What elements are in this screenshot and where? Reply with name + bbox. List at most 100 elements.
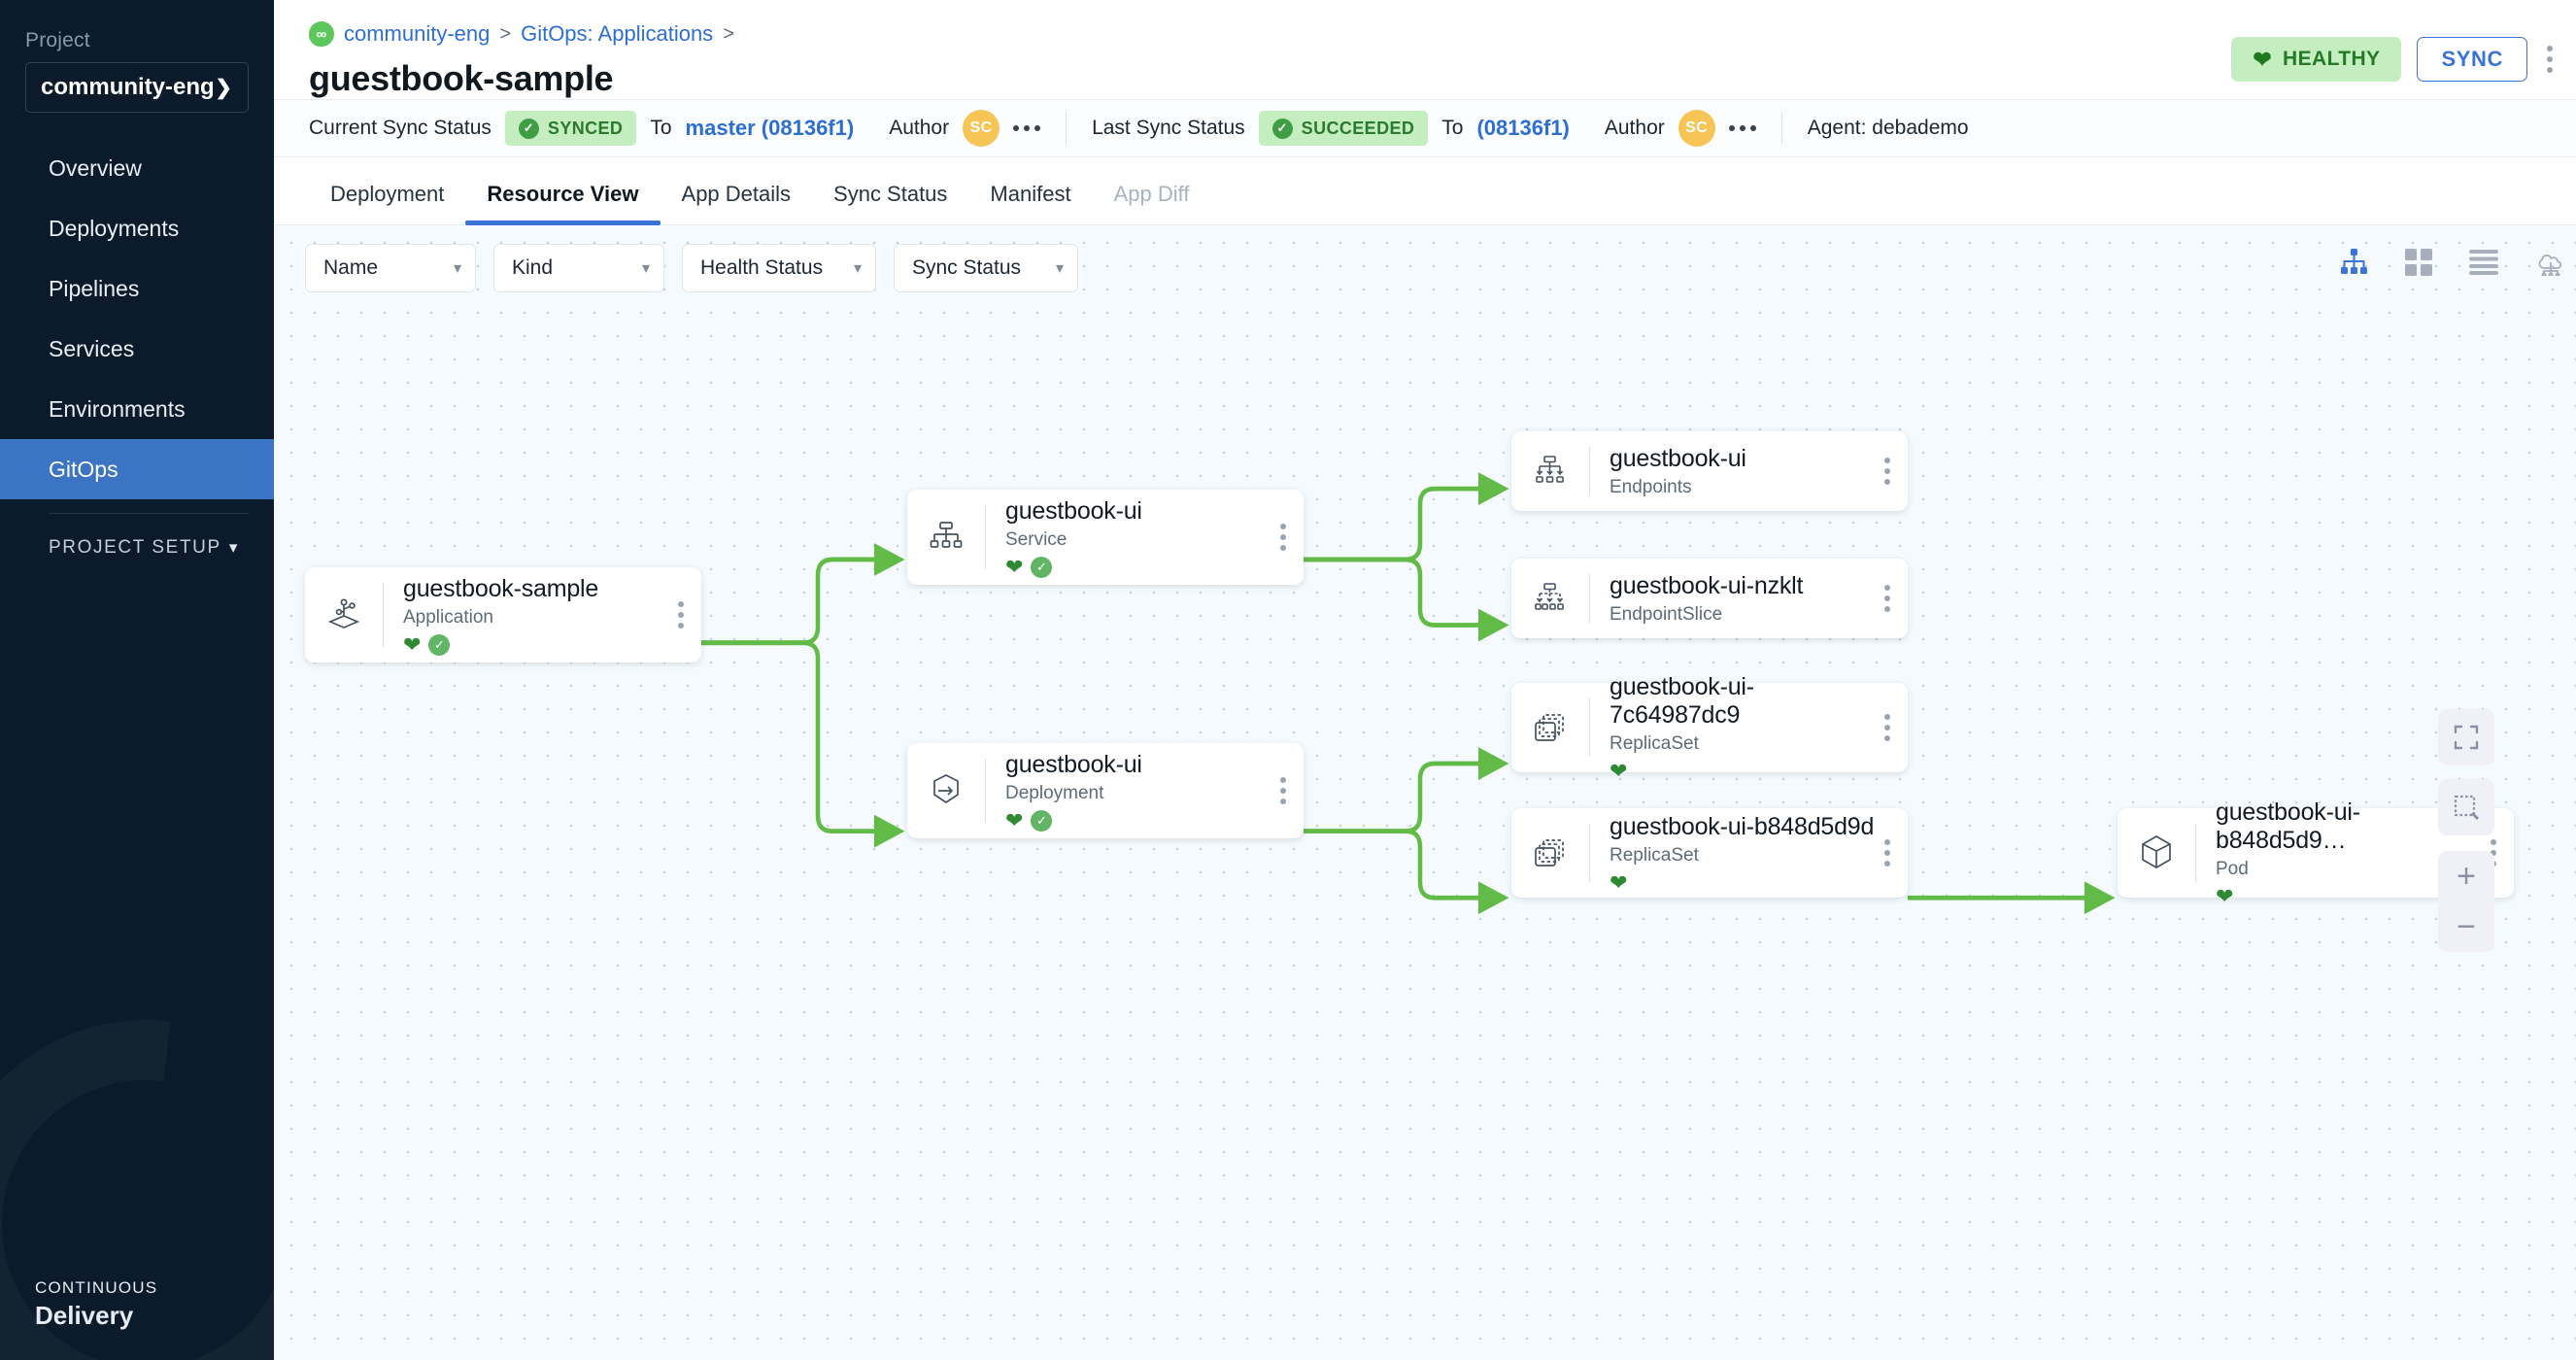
last-sync-to-label: To xyxy=(1441,117,1464,139)
chevron-down-icon: ▾ xyxy=(228,538,239,557)
node-body: guestbook-ui Endpoints xyxy=(1590,445,1881,498)
endpointslice-icon xyxy=(1511,583,1589,614)
harness-logo-icon: ∞ xyxy=(309,21,334,47)
node-more-menu-icon[interactable] xyxy=(674,595,701,634)
node-title: guestbook-ui-nzklt xyxy=(1610,571,1804,599)
breadcrumb-link-project[interactable]: community-eng xyxy=(344,21,491,46)
health-heart-icon: ❤ xyxy=(1610,869,1628,895)
filter-name[interactable]: Name ▾ xyxy=(305,244,476,292)
page-header: ∞ community-eng > GitOps: Applications >… xyxy=(274,0,2576,99)
tab-deployment[interactable]: Deployment xyxy=(309,182,465,224)
node-kind: ReplicaSet xyxy=(1610,844,1699,866)
check-circle-icon: ✓ xyxy=(1271,118,1293,139)
breadcrumb-link-applications[interactable]: GitOps: Applications xyxy=(521,21,714,46)
project-selector-value: community-eng xyxy=(41,74,215,100)
tab-app-details[interactable]: App Details xyxy=(661,182,813,224)
graph-node-replicaset-1[interactable]: guestbook-ui-7c64987dc9 ReplicaSet ❤ xyxy=(1511,673,1908,782)
tab-label: Manifest xyxy=(990,182,1071,206)
node-more-menu-icon[interactable] xyxy=(1881,452,1908,491)
sidebar-section-project-setup[interactable]: PROJECT SETUP ▾ xyxy=(0,514,274,582)
graph-node-service[interactable]: guestbook-ui Service ❤ ✓ xyxy=(907,490,1304,585)
tab-resource-view[interactable]: Resource View xyxy=(465,182,661,225)
graph-node-application[interactable]: guestbook-sample Application ❤ ✓ xyxy=(305,567,701,663)
sync-button[interactable]: SYNC xyxy=(2417,37,2527,82)
filter-label: Name xyxy=(323,256,379,279)
chevron-down-icon: ▾ xyxy=(641,260,650,277)
fit-screen-button[interactable] xyxy=(2438,709,2494,765)
node-more-menu-icon[interactable] xyxy=(1881,579,1908,618)
node-more-menu-icon[interactable] xyxy=(1881,833,1908,872)
current-sync-status-group: Current Sync Status ✓ SYNCED To master (… xyxy=(309,110,1041,147)
zoom-out-icon: − xyxy=(2457,907,2476,945)
filter-health-status[interactable]: Health Status ▾ xyxy=(682,244,876,292)
tab-app-diff: App Diff xyxy=(1093,182,1211,224)
network-view-icon[interactable] xyxy=(2535,249,2566,281)
graph-view-icon[interactable] xyxy=(2339,249,2368,281)
tab-sync-status[interactable]: Sync Status xyxy=(812,182,968,224)
sidebar-item-overview[interactable]: Overview xyxy=(0,138,274,198)
sidebar-item-environments[interactable]: Environments xyxy=(0,379,274,439)
fit-screen-icon xyxy=(2438,709,2494,765)
avatar: SC xyxy=(963,110,1000,147)
service-icon xyxy=(907,522,985,553)
resource-graph-canvas[interactable]: Name ▾ Kind ▾ Health Status ▾ Sync Statu… xyxy=(274,225,2576,1360)
zoom-in-button[interactable]: + xyxy=(2438,851,2494,901)
node-divider xyxy=(1589,824,1590,882)
select-region-button[interactable] xyxy=(2438,779,2494,835)
heart-icon: ❤ xyxy=(2253,46,2273,72)
sidebar-item-pipelines[interactable]: Pipelines xyxy=(0,258,274,319)
node-more-menu-icon[interactable] xyxy=(1276,771,1304,810)
graph-toolbar: Name ▾ Kind ▾ Health Status ▾ Sync Statu… xyxy=(274,225,2576,311)
project-selector[interactable]: community-eng ❯ xyxy=(25,62,249,113)
application-icon xyxy=(305,596,383,633)
status-badge-synced: ✓ SYNCED xyxy=(504,111,637,146)
health-heart-icon: ❤ xyxy=(1610,759,1628,783)
sidebar-item-label: Overview xyxy=(49,154,142,181)
last-sync-revision-link[interactable]: (08136f1) xyxy=(1476,116,1570,140)
graph-node-endpointslice[interactable]: guestbook-ui-nzklt EndpointSlice xyxy=(1511,559,1908,638)
edge-group xyxy=(701,472,2116,915)
node-body: guestbook-ui Service ❤ ✓ xyxy=(986,497,1276,578)
tab-label: App Details xyxy=(681,182,792,206)
node-title: guestbook-ui xyxy=(1005,750,1142,778)
node-title: guestbook-sample xyxy=(403,574,599,602)
sidebar-item-services[interactable]: Services xyxy=(0,319,274,379)
current-sync-revision-link[interactable]: master (08136f1) xyxy=(685,116,855,140)
list-view-icon[interactable] xyxy=(2469,250,2498,280)
graph-node-deployment[interactable]: guestbook-ui Deployment ❤ ✓ xyxy=(907,743,1304,838)
last-sync-status-group: Last Sync Status ✓ SUCCEEDED To (08136f1… xyxy=(1092,110,1756,147)
graph-node-endpoints[interactable]: guestbook-ui Endpoints xyxy=(1511,431,1908,511)
sidebar-item-label: Services xyxy=(49,335,135,361)
tab-label: Deployment xyxy=(330,182,445,206)
node-body: guestbook-ui Deployment ❤ ✓ xyxy=(986,751,1276,832)
tab-label: Resource View xyxy=(487,182,639,206)
last-sync-more-icon[interactable] xyxy=(1728,125,1756,131)
node-body: guestbook-ui-b848d5d9… Pod ❤ xyxy=(2196,799,2487,907)
breadcrumb: ∞ community-eng > GitOps: Applications > xyxy=(274,0,2576,47)
current-sync-status-label: Current Sync Status xyxy=(309,117,491,139)
grid-view-icon[interactable] xyxy=(2405,249,2432,281)
graph-node-pod[interactable]: guestbook-ui-b848d5d9… Pod ❤ xyxy=(2118,799,2514,907)
agent-label: Agent: debademo xyxy=(1807,117,1969,139)
node-more-menu-icon[interactable] xyxy=(1881,708,1908,747)
deployment-icon xyxy=(907,772,985,809)
current-sync-to-label: To xyxy=(650,117,672,139)
breadcrumb-separator: > xyxy=(499,22,512,45)
current-author-label: Author xyxy=(889,117,950,139)
filter-label: Kind xyxy=(512,256,554,279)
sidebar-item-gitops[interactable]: GitOps xyxy=(0,439,274,499)
filter-sync-status[interactable]: Sync Status ▾ xyxy=(894,244,1078,292)
sidebar-item-deployments[interactable]: Deployments xyxy=(0,198,274,258)
header-more-menu-icon[interactable] xyxy=(2543,40,2557,79)
node-status: ❤ xyxy=(2216,886,2487,907)
zoom-out-button[interactable]: − xyxy=(2438,901,2494,952)
current-sync-more-icon[interactable] xyxy=(1013,125,1041,131)
edge-deployment-to-replicaset-1 xyxy=(1304,747,1509,834)
node-more-menu-icon[interactable] xyxy=(1276,518,1304,557)
node-kind: Pod xyxy=(2216,859,2249,879)
sidebar-section-label: PROJECT SETUP xyxy=(49,537,221,558)
graph-node-replicaset-2[interactable]: guestbook-ui-b848d5d9d ReplicaSet ❤ xyxy=(1511,808,1908,898)
last-author-label: Author xyxy=(1604,117,1665,139)
filter-kind[interactable]: Kind ▾ xyxy=(493,244,664,292)
tab-manifest[interactable]: Manifest xyxy=(968,182,1092,224)
